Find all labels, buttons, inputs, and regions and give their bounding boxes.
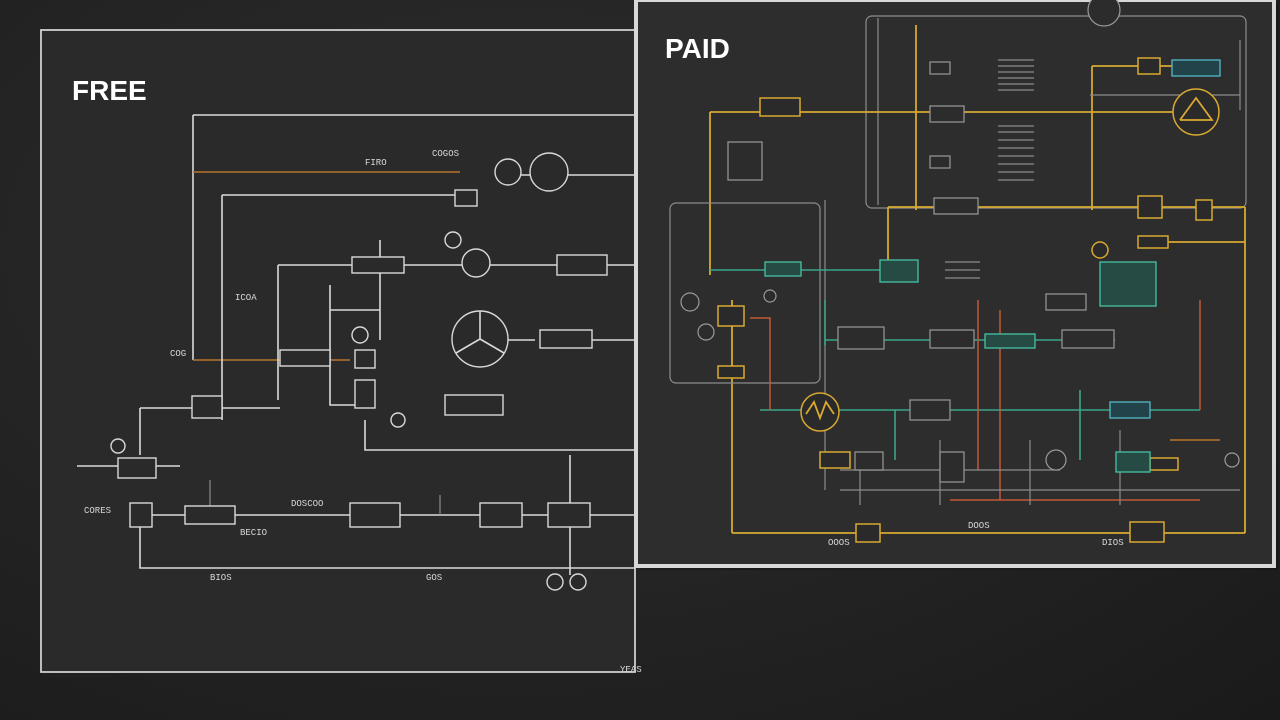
free-pipe-2 [556,254,608,276]
paid-gray-box-9 [1045,293,1087,311]
free-label-bottom-left: CORES [84,506,111,516]
paid-valve-3 [1137,195,1163,219]
paid-gray-box-5 [837,326,885,350]
paid-panel: PAID [634,0,1278,570]
free-pipe-6 [349,502,401,528]
paid-gauge-7 [763,289,777,303]
paid-cyan-box-1 [1171,59,1221,77]
free-panel-title: FREE [72,75,147,106]
free-gauge-3 [390,412,406,428]
paid-green-box-4 [984,333,1036,349]
free-label-left-small: COG [170,349,186,359]
paid-gauge-4 [697,323,715,341]
free-pipe-4 [444,394,504,416]
free-gauge-2 [351,326,369,344]
paid-valve-5 [1137,235,1169,249]
free-label-axis-left: BIOS [210,573,232,583]
free-panel: FREE [40,29,642,675]
paid-text-strip [945,59,1034,279]
paid-valve-7 [717,365,745,379]
paid-panel-title: PAID [665,33,730,64]
paid-valve-1 [759,97,801,117]
free-label-mid-code: ICOA [235,293,257,303]
paid-gauge-1 [1091,241,1109,259]
paid-valve-9 [1129,521,1165,543]
paid-gauge-2 [1087,0,1121,27]
paid-compressor [1172,88,1220,136]
paid-gray-box-11 [939,451,965,483]
free-gauge-1 [444,231,462,249]
free-block-3 [129,502,153,528]
free-panel-frame [40,29,636,673]
paid-label-bottom-center: DOOS [968,521,990,531]
free-gauge-box [279,349,331,367]
paid-gray-box-4 [933,197,979,215]
free-gauge-5 [546,573,564,591]
paid-green-box-2 [1099,261,1157,307]
free-pipe-1 [351,256,405,274]
free-pump-2 [461,248,491,278]
paid-cyan-box-2 [1109,401,1151,419]
paid-gray-box-3 [929,155,951,169]
paid-valve-8 [855,523,881,543]
paid-valve-2 [1137,57,1161,75]
free-gauge-6 [569,573,587,591]
paid-green-box-1 [879,259,919,283]
paid-green-box-3 [1115,451,1151,473]
paid-label-bottom-left: OOOS [828,538,850,548]
free-pump-1 [494,158,522,186]
free-label-top-code: COGOS [432,149,459,159]
paid-green-box-5 [764,261,802,277]
free-label-bottom-code: DOSCOO [291,499,323,509]
free-label-corner: YEAS [620,665,642,675]
free-pipe-8 [547,502,591,528]
paid-mid-frame [669,202,821,384]
paid-gauge-5 [1045,449,1067,471]
free-valve-1 [354,349,376,369]
paid-gauge-3 [680,292,700,312]
paid-gray-box-7 [1061,329,1115,349]
paid-heat-exchanger [800,392,840,432]
free-block-2 [117,457,157,479]
paid-valve-4 [1195,199,1213,221]
free-valve-2 [354,379,376,409]
paid-valve-6 [717,305,745,327]
free-tank-1 [529,152,569,192]
free-label-top-tag: FIRO [365,158,387,168]
free-pipe-3 [539,329,593,349]
free-block-1 [191,395,223,419]
free-gauge-4 [110,438,126,454]
paid-valve-11 [819,451,851,469]
paid-gray-box-6 [929,329,975,349]
free-label-bottom-small: BECIO [240,528,267,538]
free-pipe-7 [479,502,523,528]
paid-dark-block [727,141,763,181]
paid-gray-box-10 [854,451,884,471]
paid-valve-10 [1149,457,1179,471]
paid-gray-box-1 [929,61,951,75]
free-filter-1 [454,189,478,207]
paid-gauge-6 [1224,452,1240,468]
paid-gray-box-2 [929,105,965,123]
paid-label-bottom-right: DIOS [1102,538,1124,548]
free-label-axis-right: GOS [426,573,442,583]
paid-gray-box-8 [909,399,951,421]
free-pipe-5 [184,505,236,525]
